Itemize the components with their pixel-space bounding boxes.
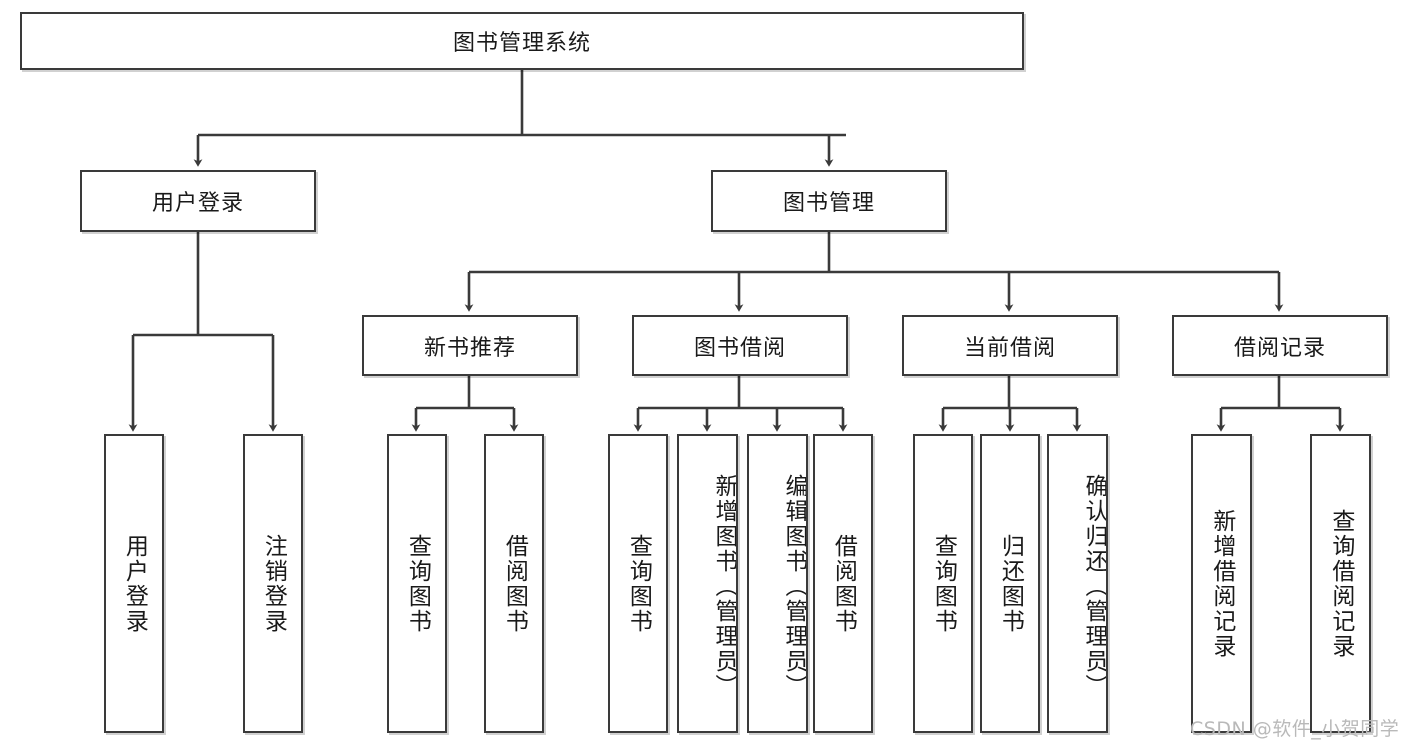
leaf-query-book-current[interactable]: 查询图书 xyxy=(913,434,973,733)
leaf-user-login[interactable]: 用户登录 xyxy=(104,434,164,733)
leaf-edit-book-admin[interactable]: 编辑图书（管理员） xyxy=(747,434,808,733)
leaf-logout[interactable]: 注销登录 xyxy=(243,434,303,733)
leaf-add-book-admin[interactable]: 新增图书（管理员） xyxy=(677,434,738,733)
leaf-return-book[interactable]: 归还图书 xyxy=(980,434,1040,733)
leaf-query-book-recommend[interactable]: 查询图书 xyxy=(387,434,447,733)
leaf-query-book-borrow[interactable]: 查询图书 xyxy=(608,434,668,733)
node-borrow-records[interactable]: 借阅记录 xyxy=(1172,315,1388,376)
leaf-query-borrow-record[interactable]: 查询借阅记录 xyxy=(1310,434,1371,733)
node-new-book-recommend[interactable]: 新书推荐 xyxy=(362,315,578,376)
node-current-borrow[interactable]: 当前借阅 xyxy=(902,315,1118,376)
leaf-borrow-book[interactable]: 借阅图书 xyxy=(813,434,873,733)
leaf-borrow-book-recommend[interactable]: 借阅图书 xyxy=(484,434,544,733)
leaf-add-borrow-record[interactable]: 新增借阅记录 xyxy=(1191,434,1252,733)
node-book-management[interactable]: 图书管理 xyxy=(711,170,947,232)
leaf-confirm-return-admin[interactable]: 确认归还（管理员） xyxy=(1047,434,1108,733)
node-book-borrow[interactable]: 图书借阅 xyxy=(632,315,848,376)
node-user-login[interactable]: 用户登录 xyxy=(80,170,316,232)
node-root[interactable]: 图书管理系统 xyxy=(20,12,1024,70)
